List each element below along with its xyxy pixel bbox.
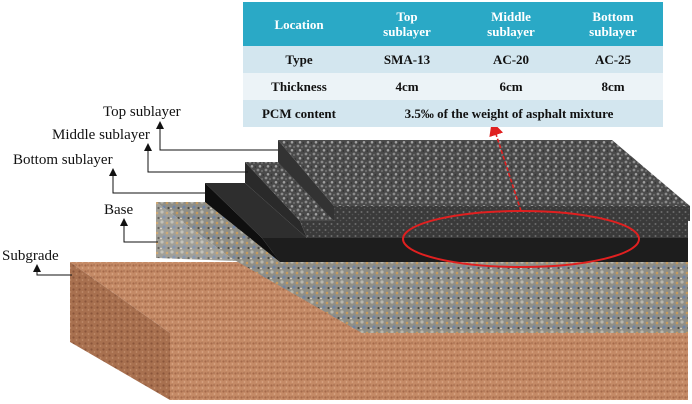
label-middle-sublayer: Middle sublayer: [52, 127, 150, 143]
subgrade-top: [70, 262, 362, 333]
bottom-sublayer-side: [205, 183, 280, 262]
top-sublayer-leader: [156, 121, 278, 151]
table-row-pcm-content: PCM content 3.5‰ of the weight of asphal…: [243, 100, 663, 127]
base-top: [156, 202, 280, 258]
table-row-thickness: Thickness 4cm 6cm 8cm: [243, 73, 663, 100]
label-subgrade: Subgrade: [2, 248, 59, 264]
cell-thickness-top: 4cm: [355, 73, 459, 100]
label-top-sublayer: Top sublayer: [103, 104, 181, 120]
row-label-type: Type: [243, 46, 355, 73]
top-sublayer-side: [278, 140, 334, 221]
top-sublayer-top: [278, 140, 690, 206]
cell-type-middle: AC-20: [459, 46, 563, 73]
subgrade-front: [170, 333, 688, 400]
row-label-pcm-content: PCM content: [243, 100, 355, 127]
label-bottom-sublayer: Bottom sublayer: [13, 152, 113, 168]
bottom-sublayer-front: [262, 238, 688, 262]
table-row-type: Type SMA-13 AC-20 AC-25: [243, 46, 663, 73]
subgrade-leader: [33, 264, 72, 276]
highlight-arrow: [489, 121, 522, 212]
row-label-thickness: Thickness: [243, 73, 355, 100]
base-leader: [120, 218, 158, 243]
base-front: [231, 258, 688, 333]
cell-type-bottom: AC-25: [563, 46, 663, 73]
middle-sublayer-front: [300, 221, 688, 238]
bottom-sublayer-leader: [109, 168, 207, 194]
cell-thickness-middle: 6cm: [459, 73, 563, 100]
header-location: Location: [243, 2, 355, 46]
base-side: [156, 202, 362, 333]
cell-pcm-content: 3.5‰ of the weight of asphalt mixture: [355, 100, 663, 127]
label-base: Base: [104, 202, 134, 218]
bottom-sublayer-top: [205, 183, 307, 238]
cell-thickness-bottom: 8cm: [563, 73, 663, 100]
top-sublayer-front: [334, 206, 690, 221]
subgrade-side: [70, 262, 170, 400]
middle-sublayer-leader: [144, 143, 248, 173]
middle-sublayer-top: [245, 162, 334, 221]
cell-type-top: SMA-13: [355, 46, 459, 73]
middle-sublayer-side: [245, 162, 307, 238]
